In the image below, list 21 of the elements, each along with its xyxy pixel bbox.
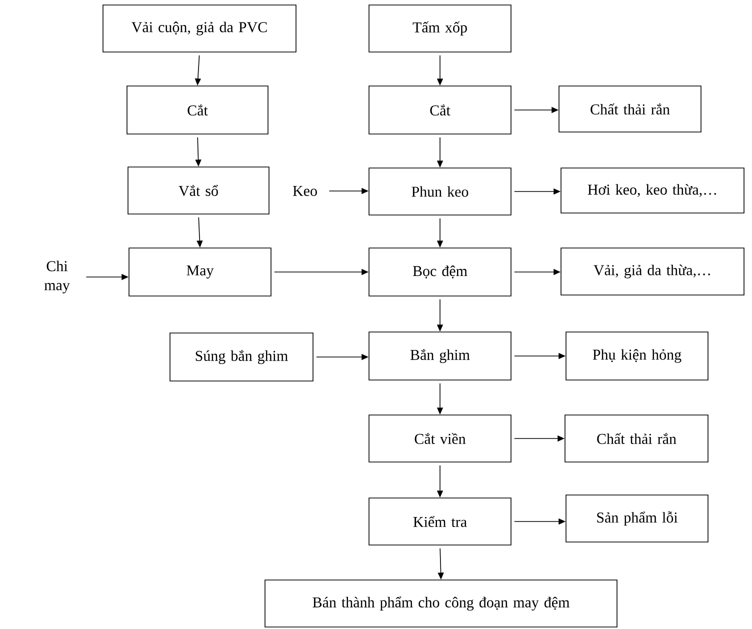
process-box: Cắt (126, 86, 268, 134)
process-box: Vắt sổ (128, 166, 270, 214)
process-box: Chất thải rắn (564, 414, 708, 462)
process-box: Bán thành phẩm cho công đoạn may đệm (264, 580, 618, 628)
process-box: May (128, 248, 272, 296)
process-box: Tấm xốp (368, 4, 512, 52)
process-box: Bắn ghim (368, 332, 512, 380)
process-box: Vải cuộn, giả da PVC (102, 4, 296, 52)
process-box: Vải, giả da thừa,… (560, 248, 744, 296)
process-box: Sản phẩm lỗi (566, 494, 708, 542)
process-box: Bọc đệm (368, 248, 512, 296)
process-box: Súng bắn ghim (170, 332, 314, 382)
process-box: Cắt (368, 86, 512, 134)
process-box: Kiểm tra (368, 498, 512, 546)
process-box: Cắt viền (368, 414, 512, 462)
input-label: Chi may (44, 260, 70, 294)
process-box: Chất thải rắn (558, 86, 702, 132)
process-box: Phun keo (368, 168, 512, 216)
input-label: Keo (292, 186, 317, 196)
process-box: Phụ kiện hỏng (566, 332, 708, 380)
process-box: Hơi keo, keo thừa,… (560, 168, 744, 214)
